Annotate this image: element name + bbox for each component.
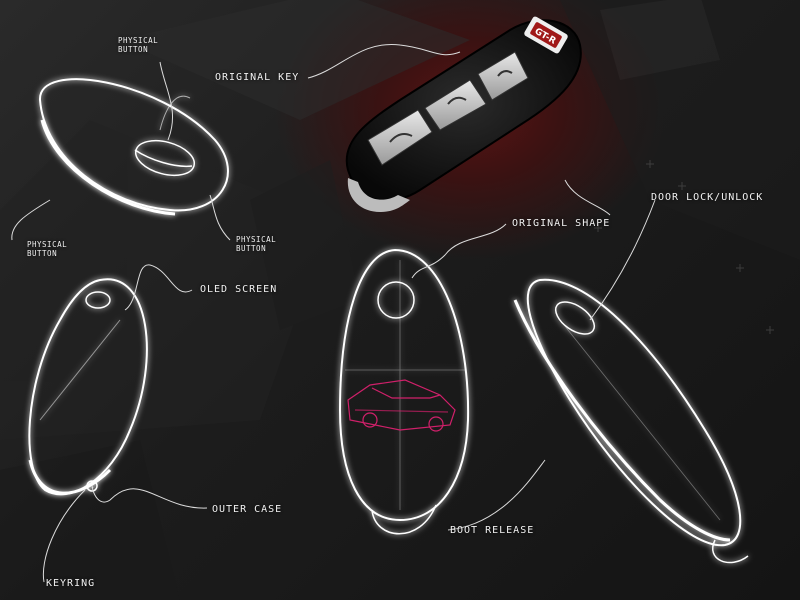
label-boot-release: Boot Release [450, 525, 535, 536]
label-oled-screen: OLED Screen [200, 284, 278, 295]
callout-lines [11, 43, 656, 583]
car-sketch [347, 379, 456, 432]
label-physical-button-left: Physical Button [27, 240, 68, 258]
label-physical-button-right: Physical Button [236, 235, 277, 253]
sketch-fob-top [38, 78, 229, 216]
original-key [345, 16, 582, 212]
sketch-fob-center [338, 248, 470, 535]
grid-marks [594, 160, 774, 334]
label-door-lock-unlock: Door Lock/Unlock [651, 192, 764, 203]
label-original-shape: Original Shape [512, 218, 611, 229]
label-physical-button-top: Physical Button [118, 36, 159, 54]
label-keyring: Keyring [46, 578, 96, 589]
sketch-fob-oled [28, 278, 148, 496]
label-outer-case: Outer Case [212, 504, 283, 515]
label-original-key: Original Key [215, 72, 300, 83]
sketch-fob-right [513, 278, 749, 564]
